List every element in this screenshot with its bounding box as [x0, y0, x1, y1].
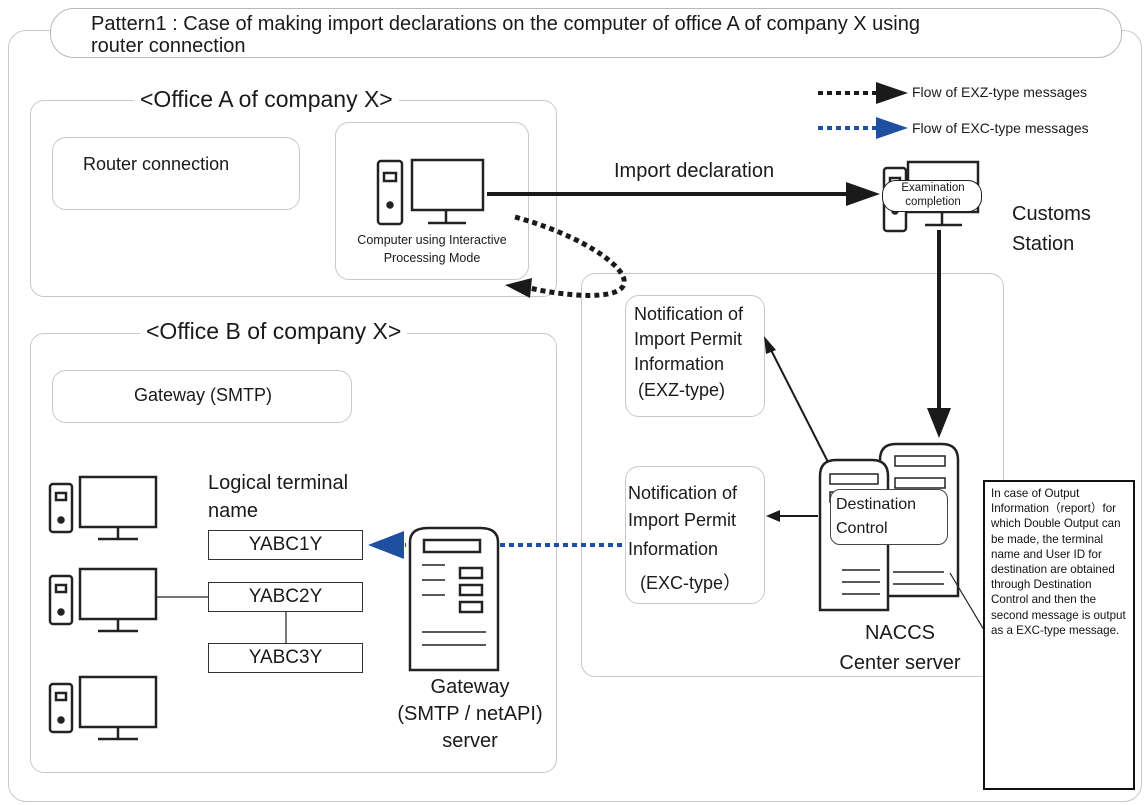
- office-b-computer-icon-2: [48, 567, 158, 633]
- gw-server-caption-2: (SMTP / netAPI): [397, 703, 543, 725]
- legend-exc-arrow: [818, 117, 908, 139]
- notification-exc-line-1: Notification of: [628, 483, 738, 503]
- computer-icon: [376, 158, 485, 226]
- legend-exz-label: Flow of EXZ-type messages: [912, 84, 1088, 100]
- gw-server-caption-1: Gateway: [430, 676, 510, 698]
- naccs-to-exc-arrow: [766, 510, 818, 522]
- customs-station-label-2: Station: [1012, 233, 1075, 255]
- computer-caption-2: Processing Mode: [383, 251, 481, 265]
- office-a-title: <Office A of company X>: [134, 86, 399, 113]
- import-declaration-arrow: [487, 182, 880, 206]
- logical-terminal-label-1: Logical terminal: [208, 472, 349, 494]
- gateway-server-icon: [408, 526, 500, 672]
- office-b-title: <Office B of company X>: [140, 318, 408, 345]
- office-b-computer-icon-3: [48, 675, 158, 741]
- double-output-note: In case of Output Information（report）for…: [983, 480, 1135, 790]
- notification-exc-box: Notification of Import Permit Informatio…: [625, 466, 765, 604]
- destination-control-line-1: Destination: [836, 496, 917, 513]
- notification-exz-line-3: Information: [634, 354, 725, 374]
- legend-exz-arrow: [818, 82, 908, 104]
- gateway-smtp-label: Gateway (SMTP): [133, 385, 273, 405]
- notification-exz-line-1: Notification of: [634, 304, 744, 324]
- naccs-server-label-2: Center server: [839, 652, 961, 674]
- naccs-to-exz-arrow: [764, 336, 829, 463]
- customs-station-label-1: Customs: [1012, 203, 1091, 225]
- customs-to-naccs-arrow: [927, 230, 951, 438]
- legend-exc-label: Flow of EXC-type messages: [912, 120, 1089, 136]
- gateway-smtp-box: Gateway (SMTP): [52, 370, 352, 423]
- destination-control-line-2: Control: [836, 520, 888, 537]
- exz-return-arrow: [505, 214, 627, 298]
- computer-box: [335, 122, 529, 280]
- logical-terminal-label-2: name: [208, 500, 259, 522]
- title-line-1: Pattern1 : Case of making import declara…: [91, 13, 920, 35]
- terminal-yabc3y: YABC3Y: [208, 643, 363, 673]
- gw-server-caption-3: server: [442, 730, 498, 752]
- computer-caption-1: Computer using Interactive: [357, 233, 507, 247]
- terminal-connectors: [156, 596, 287, 643]
- terminal-yabc1y: YABC1Y: [208, 530, 363, 560]
- router-connection-label: Router connection: [83, 154, 230, 174]
- notification-exc-line-4: (EXC-type）: [640, 573, 742, 593]
- notification-exz-box: Notification of Import Permit Informatio…: [625, 295, 765, 417]
- destination-control-box: Destination Control: [830, 489, 948, 545]
- examination-completion-badge: Examination completion: [882, 180, 982, 212]
- terminal-yabc2y: YABC2Y: [208, 582, 363, 612]
- notification-exz-line-2: Import Permit: [634, 329, 743, 349]
- import-declaration-label: Import declaration: [614, 160, 775, 182]
- notification-exz-line-4: (EXZ-type): [638, 380, 726, 400]
- examination-line-2: completion: [905, 196, 961, 208]
- office-b-computer-icon-1: [48, 475, 158, 541]
- title-banner: Pattern1 : Case of making import declara…: [50, 8, 1122, 58]
- notification-exc-line-3: Information: [628, 539, 719, 559]
- title-line-2: router connection: [91, 35, 246, 57]
- examination-line-1: Examination: [901, 182, 965, 194]
- naccs-server-label-1: NACCS: [864, 622, 935, 644]
- notification-exc-line-2: Import Permit: [628, 510, 737, 530]
- router-connection-box: Router connection: [52, 137, 300, 210]
